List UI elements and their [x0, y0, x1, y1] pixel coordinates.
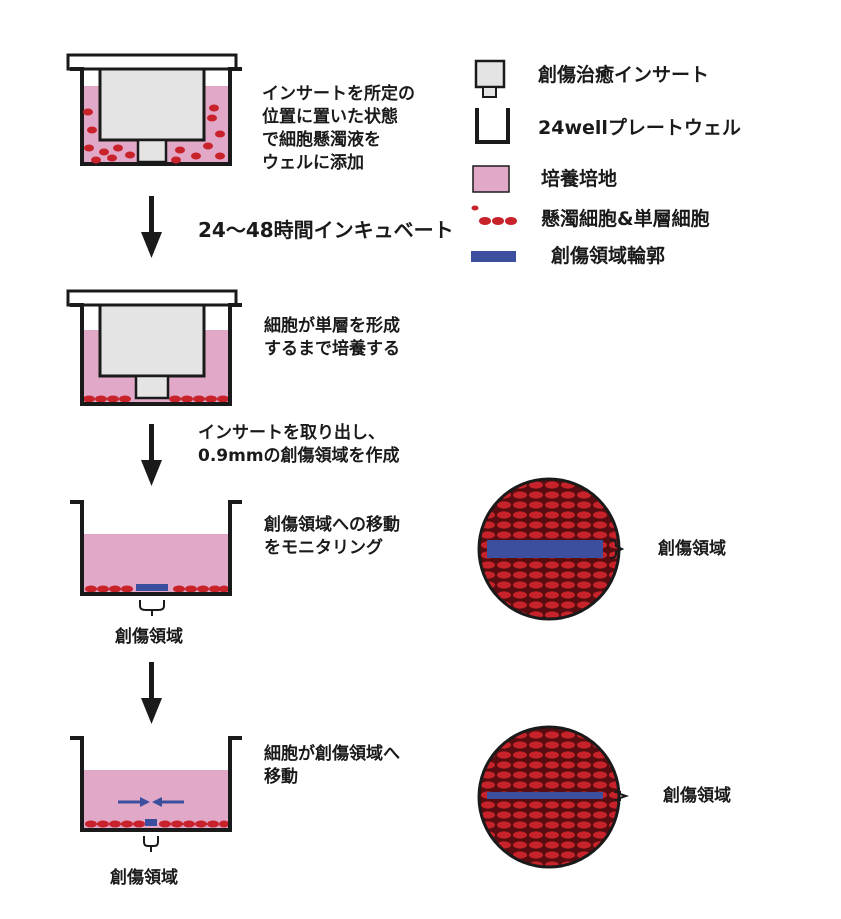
arrow2-label: インサートを取り出し、 0.9mmの創傷領域を作成 — [198, 422, 400, 468]
step1-caption: インサートを所定の 位置に置いた状態 で細胞懸濁液を ウェルに添加 — [262, 83, 415, 175]
wound-bracket-side — [609, 539, 625, 559]
arrow2-label-line: インサートを取り出し、 — [198, 423, 385, 443]
cell-monolayer — [83, 395, 229, 403]
wound-band — [487, 540, 603, 558]
step2-caption-line: 細胞が単層を形成 — [264, 316, 400, 336]
step3-well-illustration — [70, 500, 242, 616]
legend-medium-label: 培養培地 — [541, 168, 618, 190]
step4-caption: 細胞が創傷領域へ 移動 — [264, 743, 400, 789]
flow-arrows — [141, 196, 162, 724]
legend-cells-label: 懸濁細胞&単層細胞 — [541, 208, 710, 230]
legend-icons — [471, 59, 517, 262]
step1-caption-line: で細胞懸濁液を — [262, 130, 381, 150]
legend-wound-icon — [471, 251, 516, 262]
suspended-cells — [83, 104, 225, 164]
step4-caption-line: 移動 — [264, 767, 298, 787]
well-wall — [70, 67, 242, 166]
arrow1-label-line: 24〜48時間インキュベート — [198, 218, 454, 242]
legend-medium-icon — [472, 165, 510, 193]
step1-caption-line: 位置に置いた状態 — [262, 107, 398, 127]
step1-caption-line: ウェルに添加 — [262, 153, 364, 173]
step3-circle-label: 創傷領域 — [658, 539, 726, 559]
legend-insert-label: 創傷治癒インサート — [538, 64, 710, 86]
insert-cap — [66, 53, 238, 71]
legend-well-icon — [475, 108, 510, 144]
step2-caption: 細胞が単層を形成 するまで培養する — [264, 315, 400, 361]
legend-wound-label: 創傷領域輪郭 — [551, 245, 666, 267]
step3-caption: 創傷領域への移動 をモニタリング — [264, 514, 400, 560]
step2-caption-line: するまで培養する — [264, 339, 400, 359]
step4-wound-label: 創傷領域 — [110, 868, 178, 888]
step1-caption-line: インサートを所定の — [262, 84, 415, 104]
step3-well-top-view — [477, 477, 625, 621]
arrow1-label: 24〜48時間インキュベート — [198, 219, 454, 242]
insert-foot — [136, 138, 168, 164]
step3-caption-line: 創傷領域への移動 — [264, 515, 400, 535]
step3-wound-label: 創傷領域 — [115, 627, 183, 647]
step4-well-top-view — [477, 725, 630, 869]
step4-well-illustration — [70, 736, 242, 852]
migration-arrows — [118, 797, 184, 807]
insert-body — [98, 66, 206, 142]
step3-caption-line: をモニタリング — [264, 538, 383, 558]
step4-caption-line: 細胞が創傷領域へ — [264, 744, 400, 764]
step1-well-illustration — [66, 53, 242, 166]
step2-well-illustration — [66, 289, 242, 406]
step4-circle-label: 創傷領域 — [663, 786, 731, 806]
legend-insert-icon — [474, 59, 506, 89]
legend-well-label: 24wellプレートウェル — [538, 117, 741, 139]
arrow2-label-line: 0.9mmの創傷領域を作成 — [198, 446, 400, 466]
wound-outline — [136, 584, 168, 591]
wound-bracket — [139, 600, 165, 616]
legend-cells-icon — [471, 205, 517, 225]
